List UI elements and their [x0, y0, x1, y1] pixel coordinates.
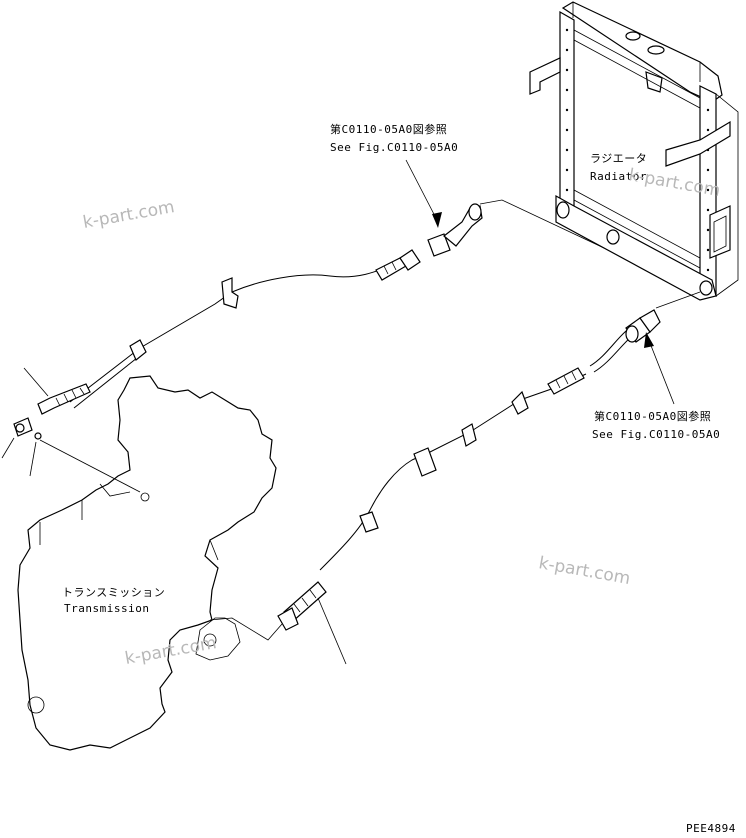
drawing-number: PEE4894 — [686, 822, 736, 835]
ref-label-top-en: See Fig.C0110-05A0 — [330, 141, 458, 154]
transmission — [17, 375, 277, 751]
radiator — [529, 1, 739, 301]
transmission-label-en: Transmission — [64, 602, 149, 615]
reference-arrow-top — [405, 159, 442, 228]
reference-arrow-right — [644, 332, 675, 405]
radiator-rivets — [565, 28, 710, 272]
ref-label-top-jp: 第C0110-05A0図参照 — [330, 122, 447, 136]
upper-hose-assembly — [37, 199, 605, 415]
left-fittings — [1, 367, 141, 493]
ref-label-right-jp: 第C0110-05A0図参照 — [594, 409, 711, 423]
watermark: k-part.com — [81, 197, 176, 233]
radiator-label-jp: ラジエータ — [590, 152, 647, 165]
ref-label-right-en: See Fig.C0110-05A0 — [592, 428, 720, 441]
watermark: k-part.com — [537, 553, 632, 589]
lower-hose-assembly — [209, 291, 701, 665]
radiator-label-en: Radiator — [590, 170, 647, 183]
transmission-label-jp: トランスミッション — [62, 586, 165, 599]
